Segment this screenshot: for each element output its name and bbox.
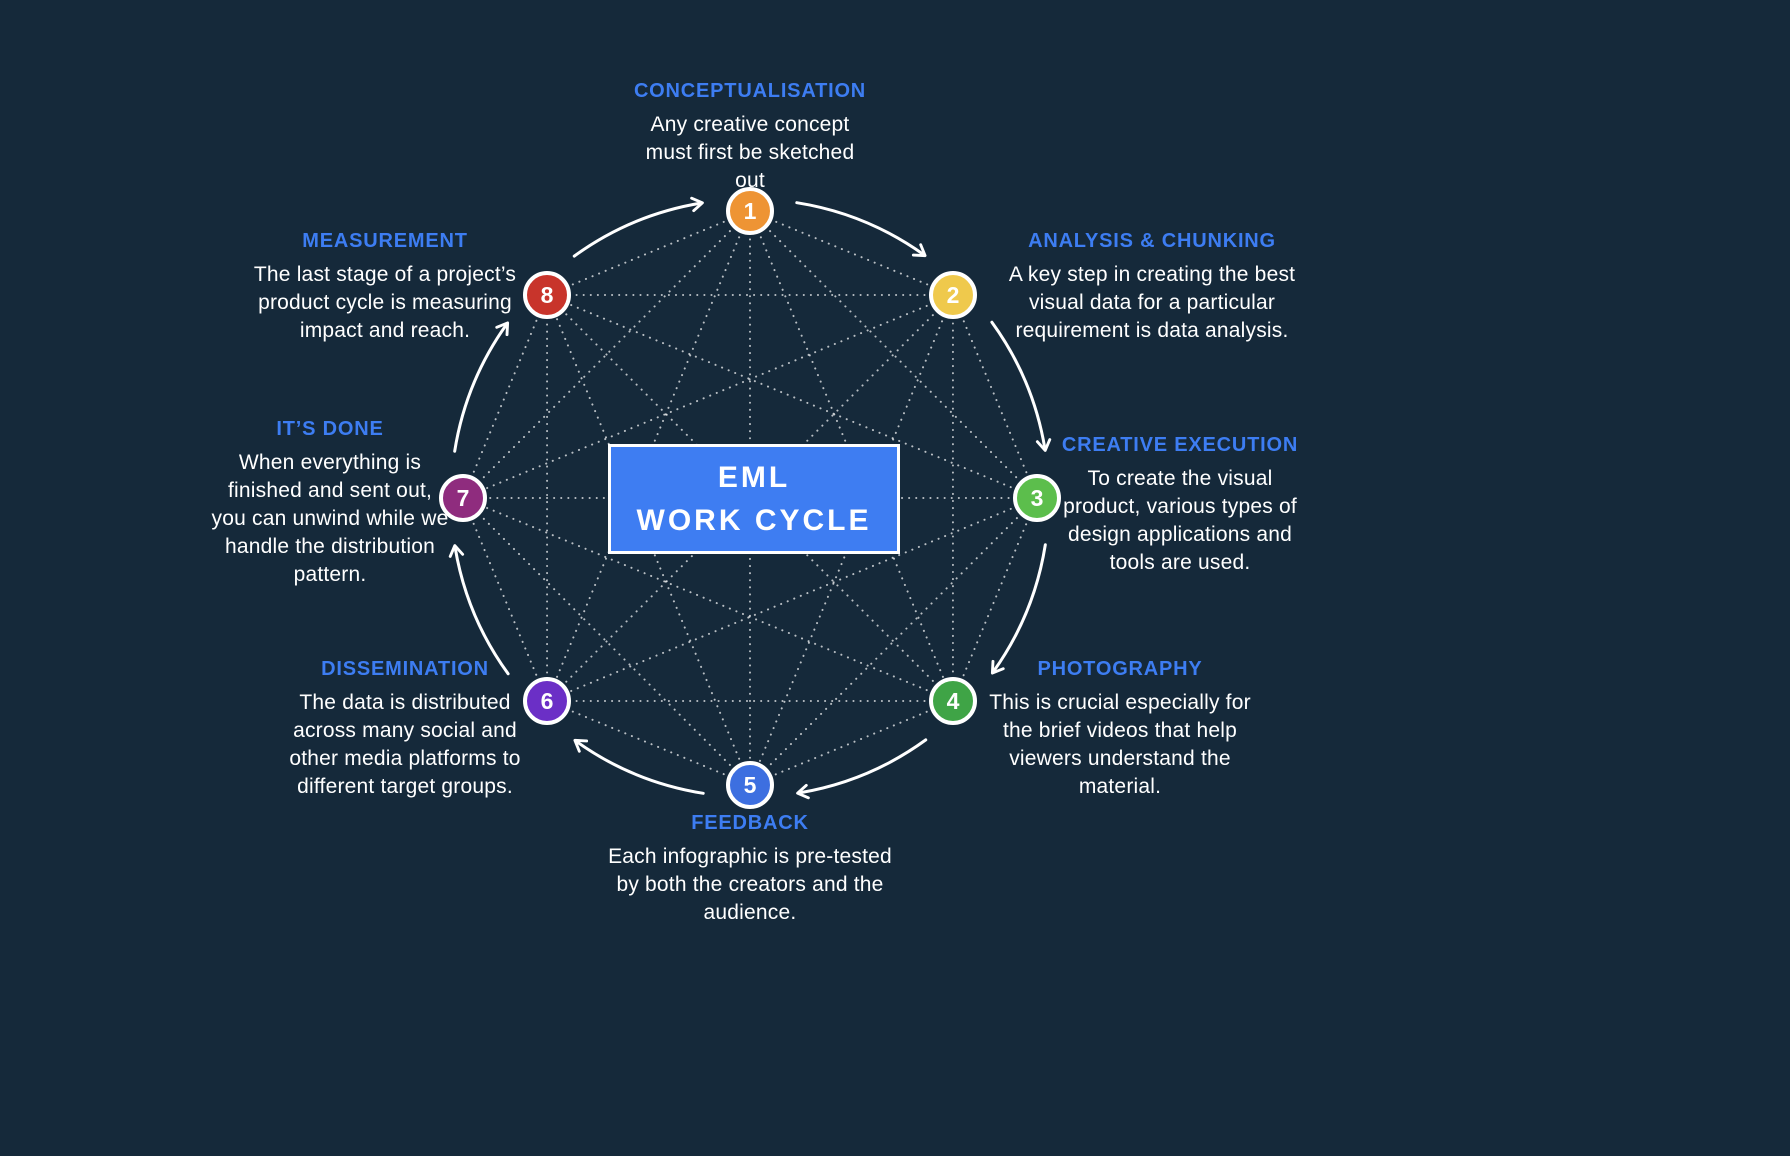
stage-description: The last stage of a project’s product cy… (253, 263, 517, 342)
stage-description: This is crucial especially for the brief… (989, 691, 1251, 798)
stage-block-feedback: FEEDBACK Each infographic is pre-tested … (605, 812, 895, 927)
center-title-line2: WORK CYCLE (636, 504, 872, 537)
stage-number-3: 3 (1030, 484, 1044, 511)
stage-title: PHOTOGRAPHY (1037, 658, 1203, 680)
stage-node-1: 1 (726, 187, 774, 235)
stage-node-2: 2 (929, 271, 977, 319)
stage-block-conceptualisation: CONCEPTUALISATION Any creative concept m… (630, 80, 870, 195)
stage-node-7: 7 (439, 474, 487, 522)
stage-block-measurement: MEASUREMENT The last stage of a project’… (235, 230, 535, 345)
center-title-box: EML WORK CYCLE (608, 444, 900, 554)
stage-description: When everything is finished and sent out… (211, 451, 449, 586)
stage-title: MEASUREMENT (302, 230, 468, 252)
stage-number-2: 2 (946, 281, 960, 308)
stage-block-its-done: IT’S DONE When everything is finished an… (210, 418, 450, 589)
stage-title: IT’S DONE (276, 418, 384, 440)
stage-node-8: 8 (523, 271, 571, 319)
stage-title: CONCEPTUALISATION (633, 80, 867, 102)
stage-description: To create the visual product, various ty… (1063, 467, 1297, 574)
stage-title: FEEDBACK (691, 812, 809, 834)
stage-title: CREATIVE EXECUTION (1061, 434, 1299, 456)
stage-block-analysis-chunking: ANALYSIS & CHUNKING A key step in creati… (987, 230, 1317, 345)
stage-description: Each infographic is pre-tested by both t… (608, 845, 892, 924)
cycle-arrows (448, 196, 1052, 800)
stage-title: ANALYSIS & CHUNKING (1028, 230, 1276, 252)
stage-block-dissemination: DISSEMINATION The data is distributed ac… (270, 658, 540, 801)
stage-number-6: 6 (540, 687, 554, 714)
center-title-line1: EML (717, 460, 791, 494)
stage-node-3: 3 (1013, 474, 1061, 522)
stage-description: The data is distributed across many soci… (289, 691, 521, 798)
stage-number-8: 8 (540, 281, 554, 308)
stage-number-1: 1 (743, 197, 757, 224)
stage-number-4: 4 (946, 687, 960, 714)
stage-number-5: 5 (743, 771, 757, 798)
stage-block-creative-execution: CREATIVE EXECUTION To create the visual … (1055, 434, 1305, 577)
stage-node-4: 4 (929, 677, 977, 725)
stage-number-7: 7 (456, 484, 470, 511)
stage-title: DISSEMINATION (321, 658, 489, 680)
stage-node-6: 6 (523, 677, 571, 725)
stage-node-5: 5 (726, 761, 774, 809)
stage-block-photography: PHOTOGRAPHY This is crucial especially f… (985, 658, 1255, 801)
stage-description: A key step in creating the best visual d… (1008, 263, 1296, 342)
stage-description: Any creative concept must first be sketc… (645, 113, 855, 192)
